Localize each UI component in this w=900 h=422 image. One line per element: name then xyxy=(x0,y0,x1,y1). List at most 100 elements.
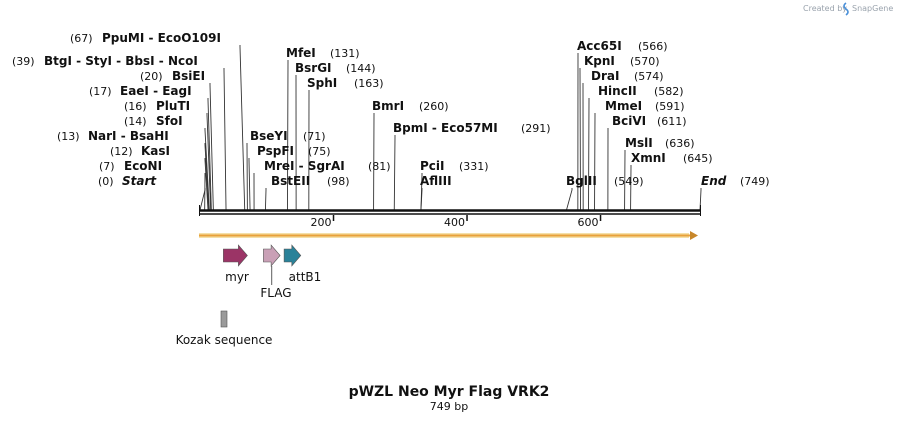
site-name-label[interactable]: BseYI xyxy=(250,129,288,143)
site-name-label[interactable]: EaeI - EagI xyxy=(120,84,192,98)
site-position-label: (13) xyxy=(57,130,80,143)
feature-label: FLAG xyxy=(260,286,291,300)
site-leader-line xyxy=(204,143,210,211)
site-position-label: (611) xyxy=(657,115,687,128)
site-name-label[interactable]: HincII xyxy=(598,84,637,98)
site-name-label[interactable]: EcoNI xyxy=(124,159,162,173)
site-name-label[interactable]: Start xyxy=(122,174,157,188)
site-position-label: (14) xyxy=(124,115,147,128)
site-name-label[interactable]: DraI xyxy=(591,69,619,83)
feature-label: myr xyxy=(225,270,249,284)
site-name-label[interactable]: MfeI xyxy=(286,46,316,60)
site-leader-line xyxy=(286,60,289,211)
site-leader-line xyxy=(264,188,267,211)
site-position-label: (71) xyxy=(303,130,326,143)
site-position-label: (12) xyxy=(110,145,133,158)
site-name-label[interactable]: MmeI xyxy=(605,99,642,113)
site-leader-line xyxy=(204,158,209,211)
site-position-label: (549) xyxy=(614,175,644,188)
ruler-tick-label: 600 xyxy=(578,216,599,229)
site-name-label[interactable]: BsiEI xyxy=(172,69,205,83)
site-name-label[interactable]: PciI xyxy=(420,159,445,173)
site-name-label[interactable]: BglII xyxy=(566,174,597,188)
site-position-label: (7) xyxy=(99,160,115,173)
orf-arrow xyxy=(199,231,698,240)
site-position-label: (81) xyxy=(368,160,391,173)
site-position-label: (260) xyxy=(419,100,449,113)
site-name-label[interactable]: MreI - SgrAI xyxy=(264,159,345,173)
site-leader-line xyxy=(566,188,573,211)
site-position-label: (17) xyxy=(89,85,112,98)
site-name-label[interactable]: XmnI xyxy=(631,151,666,165)
feature-arrow[interactable] xyxy=(223,244,248,267)
site-leader-line xyxy=(420,188,423,211)
site-position-label: (566) xyxy=(638,40,668,53)
site-position-label: (20) xyxy=(140,70,163,83)
map-title: pWZL Neo Myr Flag VRK2 xyxy=(349,384,550,400)
site-leader-line xyxy=(239,45,246,211)
site-position-label: (39) xyxy=(12,55,35,68)
site-position-label: (16) xyxy=(124,100,147,113)
feature-box[interactable] xyxy=(220,310,228,328)
site-name-label[interactable]: MslI xyxy=(625,136,653,150)
site-name-label[interactable]: PspFI xyxy=(257,144,294,158)
ruler-tick-label: 400 xyxy=(444,216,465,229)
site-lines xyxy=(199,45,702,211)
site-name-label[interactable]: BsrGI xyxy=(295,61,332,75)
site-name-label[interactable]: SfoI xyxy=(156,114,183,128)
site-position-label: (645) xyxy=(683,152,713,165)
site-leader-line xyxy=(393,135,396,211)
site-position-label: (67) xyxy=(70,32,93,45)
site-position-label: (582) xyxy=(654,85,684,98)
site-position-label: (0) xyxy=(98,175,114,188)
site-name-label[interactable]: AflIII xyxy=(420,174,452,188)
site-position-label: (574) xyxy=(634,70,664,83)
site-position-label: (591) xyxy=(655,100,685,113)
site-leader-line xyxy=(204,128,210,211)
site-position-label: (144) xyxy=(346,62,376,75)
site-name-label[interactable]: BciVI xyxy=(612,114,646,128)
site-labels: Start (0) EcoNI (7) KasI (12) NarI - BsaHI (13)… xyxy=(12,31,770,188)
site-leader-line xyxy=(207,98,212,211)
site-name-label[interactable]: PpuMI - EcoO109I xyxy=(102,31,221,45)
backbone xyxy=(199,205,701,216)
site-position-label: (291) xyxy=(521,122,551,135)
feature-arrow[interactable] xyxy=(283,244,302,267)
site-name-label[interactable]: BpmI - Eco57MI xyxy=(393,121,498,135)
site-name-label[interactable]: Acc65I xyxy=(577,39,622,53)
snapgene-logo-icon xyxy=(843,2,849,16)
site-name-label[interactable]: BmrI xyxy=(372,99,404,113)
site-name-label[interactable]: SphI xyxy=(307,76,337,90)
site-position-label: (331) xyxy=(459,160,489,173)
site-leader-line xyxy=(248,158,251,211)
brand-text: SnapGene xyxy=(852,4,893,13)
site-position-label: (636) xyxy=(665,137,695,150)
site-name-label[interactable]: PluTI xyxy=(156,99,190,113)
ruler: 200 400 600 xyxy=(311,215,602,229)
site-leader-line xyxy=(206,113,212,211)
site-name-label[interactable]: KasI xyxy=(141,144,170,158)
site-name-label[interactable]: NarI - BsaHI xyxy=(88,129,169,143)
map-length: 749 bp xyxy=(430,400,468,413)
ruler-tick-label: 200 xyxy=(311,216,332,229)
site-position-label: (570) xyxy=(630,55,660,68)
site-position-label: (98) xyxy=(327,175,350,188)
feature-label: attB1 xyxy=(289,270,322,284)
site-position-label: (163) xyxy=(354,77,384,90)
site-position-label: (131) xyxy=(330,47,360,60)
site-leader-line xyxy=(223,68,227,211)
site-name-label[interactable]: BtgI - StyI - BbsI - NcoI xyxy=(44,54,198,68)
credit-text: Created by xyxy=(803,4,847,13)
site-name-label[interactable]: End xyxy=(701,174,727,188)
site-leader-line xyxy=(579,68,581,211)
site-leader-line xyxy=(209,83,214,211)
site-position-label: (749) xyxy=(740,175,770,188)
feature-label: Kozak sequence xyxy=(176,333,273,347)
feature-arrow[interactable] xyxy=(263,244,281,267)
site-name-label[interactable]: KpnI xyxy=(584,54,615,68)
site-position-label: (75) xyxy=(308,145,331,158)
site-leader-line xyxy=(699,188,702,211)
site-name-label[interactable]: BstEII xyxy=(271,174,310,188)
